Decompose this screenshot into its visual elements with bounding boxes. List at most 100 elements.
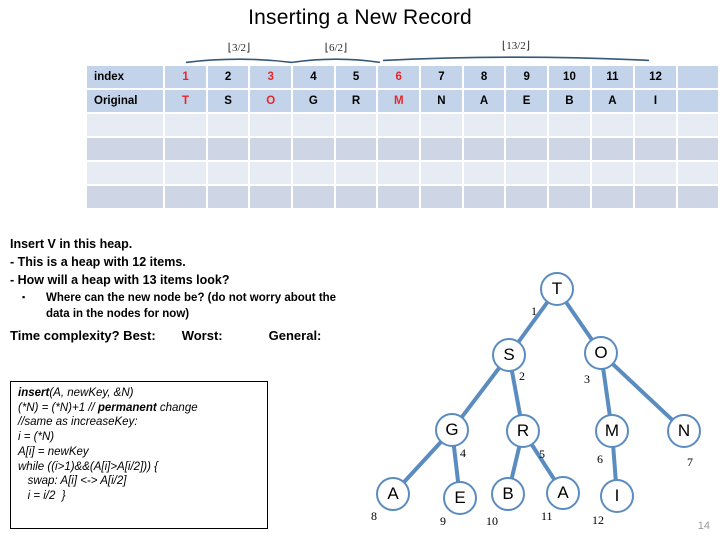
table-cell (548, 114, 590, 136)
table-cell (678, 90, 718, 112)
tree-node-4[interactable]: G (435, 413, 469, 447)
table-cell (378, 138, 420, 160)
tree-edge (609, 361, 676, 423)
table-cell (506, 162, 547, 184)
brace-label-3: ⌊13/2⌋ (501, 40, 531, 52)
table-cell (421, 114, 462, 136)
tree-node-9[interactable]: E (443, 481, 477, 515)
table-cell (335, 162, 377, 184)
table-cell (634, 162, 676, 184)
table-cell (293, 138, 334, 160)
table-cell (463, 186, 505, 208)
table-cell (548, 162, 590, 184)
brace-arc-1 (185, 58, 293, 64)
page-title: Inserting a New Record (248, 6, 472, 29)
table-cell: R (335, 90, 377, 112)
page-number: 14 (697, 520, 710, 532)
table-cell (678, 114, 718, 136)
brace-2: ⌊6/2⌋ (291, 42, 381, 64)
table-cell (207, 186, 249, 208)
table-cell (335, 186, 377, 208)
note-line-thirteen-items: - How will a heap with 13 items look? (10, 272, 230, 287)
time-complexity-best-label: Time complexity? Best: (10, 328, 156, 344)
table-row (87, 162, 718, 184)
table-cell: 2 (207, 66, 249, 88)
tree-node-index-10: 10 (486, 514, 498, 528)
table-cell (207, 162, 249, 184)
tree-node-3[interactable]: O (584, 336, 618, 370)
table-cell (207, 114, 249, 136)
table-cell (165, 114, 206, 136)
tree-edge (611, 443, 618, 484)
table-cell: A (463, 90, 505, 112)
tree-node-7[interactable]: N (667, 414, 701, 448)
tree-node-12[interactable]: I (600, 479, 634, 513)
tree-node-index-7: 7 (687, 455, 693, 469)
tree-node-11[interactable]: A (546, 476, 580, 510)
code-line-6: while ((i>1)&&(A[i]>A[i/2])) { (18, 460, 158, 473)
table-cell (463, 162, 505, 184)
time-complexity-row: Time complexity? Best: Worst: General: (10, 327, 360, 345)
bullet-icon: ▪ (22, 292, 26, 303)
table-cell: 11 (591, 66, 633, 88)
note-line-insert: Insert V in this heap. (10, 237, 133, 251)
table-cell: 8 (463, 66, 505, 88)
table-cell: 12 (634, 66, 676, 88)
tree-edge (401, 439, 444, 485)
table-cell (506, 114, 547, 136)
table-cell (293, 186, 334, 208)
row-label-empty (87, 186, 164, 208)
table-cell: 3 (250, 66, 292, 88)
table-cell: 5 (335, 66, 377, 88)
table-cell (335, 114, 377, 136)
table-cell (591, 162, 633, 184)
tree-node-1[interactable]: T (540, 272, 574, 306)
table-cell (463, 138, 505, 160)
tree-node-index-6: 6 (597, 452, 603, 466)
table-row (87, 138, 718, 160)
table-cell (250, 114, 292, 136)
brace-arc-3 (382, 56, 650, 62)
code-line-3: //same as increaseKey: (18, 416, 138, 429)
tree-node-8[interactable]: A (376, 477, 410, 511)
tree-node-index-8: 8 (371, 509, 377, 523)
brace-label-2: ⌊6/2⌋ (324, 42, 348, 54)
tree-node-index-2: 2 (519, 369, 525, 383)
table-cell (506, 138, 547, 160)
table-cell (165, 162, 206, 184)
table-cell (207, 138, 249, 160)
tree-node-index-5: 5 (539, 447, 545, 461)
table-cell: 10 (548, 66, 590, 88)
tree-node-5[interactable]: R (506, 414, 540, 448)
tree-node-6[interactable]: M (595, 414, 629, 448)
table-cell (548, 186, 590, 208)
table-cell: E (506, 90, 547, 112)
row-label-empty (87, 162, 164, 184)
table-cell (506, 186, 547, 208)
tree-node-index-12: 12 (592, 513, 604, 527)
tree-node-2[interactable]: S (492, 338, 526, 372)
brace-arc-2 (291, 58, 381, 64)
table-cell (165, 186, 206, 208)
code-line-2: (*N) = (*N)+1 // permanent change (18, 401, 198, 414)
tree-node-10[interactable]: B (491, 477, 525, 511)
table-cell: 1 (165, 66, 206, 88)
table-cell (250, 138, 292, 160)
table-cell (678, 186, 718, 208)
table-cell (421, 162, 462, 184)
table-cell (678, 162, 718, 184)
code-line-1: insert(A, newKey, &N) (18, 387, 134, 399)
tree-node-index-11: 11 (541, 509, 553, 523)
table-cell (591, 186, 633, 208)
table-cell (165, 138, 206, 160)
row-label-empty (87, 114, 164, 136)
code-line-8: i = i/2 } (18, 490, 66, 503)
table-cell: M (378, 90, 420, 112)
code-line-5: A[i] = newKey (18, 445, 89, 458)
table-cell (463, 114, 505, 136)
time-complexity-worst-label: Worst: (181, 328, 223, 344)
table-cell: 7 (421, 66, 462, 88)
table-cell: A (591, 90, 633, 112)
